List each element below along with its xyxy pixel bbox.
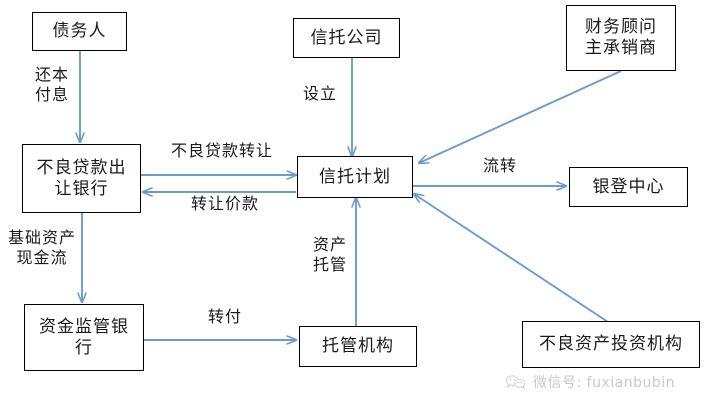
edge-npl-investor-to-trust-plan	[414, 194, 609, 323]
node-trustee-org-label: 托管机构	[322, 336, 394, 356]
wechat-icon	[505, 375, 526, 389]
edge-label-transfer-payment: 转付	[207, 309, 242, 326]
node-trustee-org[interactable]: 托管机构	[299, 326, 417, 367]
node-seller-bank-label: 不良贷款出 让银行	[36, 157, 127, 198]
node-trust-plan-label: 信托计划	[319, 166, 391, 186]
node-debtor[interactable]: 债务人	[32, 12, 127, 51]
edge-label-establish: 设立	[302, 86, 337, 103]
edge-label-repay-principal-interest: 还本 付息	[34, 67, 69, 104]
node-advisor[interactable]: 财务顾问 主承销商	[566, 5, 676, 71]
edge-label-asset-custody: 资产 托管	[312, 237, 347, 274]
node-trust-company[interactable]: 信托公司	[293, 18, 400, 58]
node-custody-bank[interactable]: 资金监管银 行	[24, 304, 144, 371]
edge-label-transfer-price: 转让价款	[190, 196, 259, 213]
wechat-watermark: 微信号: fuxianbubin	[505, 372, 675, 392]
edge-advisor-to-trust-plan	[419, 70, 622, 163]
node-debtor-label: 债务人	[52, 21, 107, 41]
edge-label-circulation: 流转	[482, 158, 517, 175]
edge-label-npl-transfer: 不良贷款转让	[170, 143, 273, 160]
node-trust-company-label: 信托公司	[310, 27, 383, 47]
node-custody-bank-label: 资金监管银 行	[39, 316, 129, 357]
node-trust-plan[interactable]: 信托计划	[297, 156, 413, 198]
edge-label-base-asset-cashflow: 基础资产 现金流	[7, 230, 76, 267]
watermark-text: 微信号: fuxianbubin	[533, 375, 676, 391]
node-npl-investor-label: 不良资产投资机构	[539, 334, 683, 354]
node-registry-label: 银登中心	[592, 176, 665, 196]
node-npl-investor[interactable]: 不良资产投资机构	[522, 321, 700, 368]
node-registry[interactable]: 银登中心	[569, 167, 688, 207]
node-seller-bank[interactable]: 不良贷款出 让银行	[22, 144, 141, 213]
node-advisor-label: 财务顾问 主承销商	[585, 17, 657, 57]
